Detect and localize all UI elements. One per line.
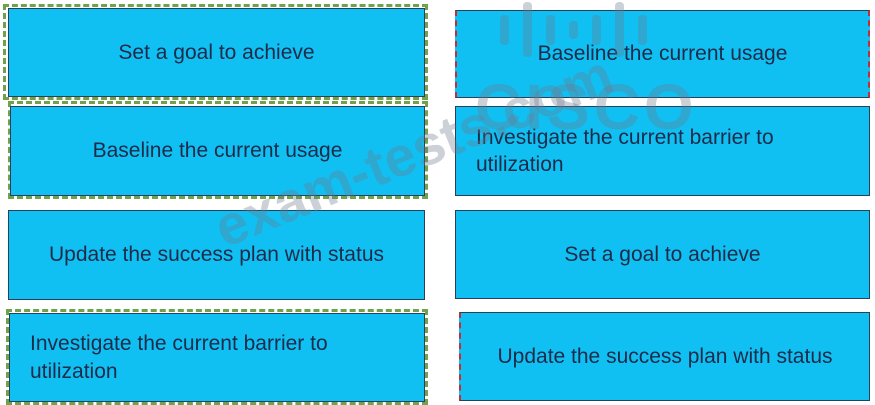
drop-outline bbox=[8, 101, 428, 199]
source-item-3[interactable]: Update the success plan with status bbox=[8, 210, 425, 300]
source-item-4[interactable]: Investigate the current barrier to utili… bbox=[9, 313, 425, 402]
source-item-2[interactable]: Baseline the current usage bbox=[10, 106, 425, 196]
item-label: Investigate the current barrier to utili… bbox=[30, 332, 328, 383]
target-slot-4[interactable]: Update the success plan with status bbox=[459, 312, 870, 401]
item-label: Baseline the current usage bbox=[537, 42, 788, 66]
source-item-1[interactable]: Set a goal to achieve bbox=[8, 8, 425, 97]
item-label: Update the success plan with status bbox=[497, 344, 833, 368]
target-slot-2[interactable]: Investigate the current barrier to utili… bbox=[455, 106, 870, 196]
item-label: Update the success plan with status bbox=[48, 243, 384, 267]
item-label: Investigate the current barrier to utili… bbox=[476, 125, 774, 176]
target-slot-1[interactable]: Baseline the current usage bbox=[455, 10, 870, 98]
item-label: Set a goal to achieve bbox=[118, 40, 315, 64]
drop-outline bbox=[3, 4, 428, 100]
item-label: Baseline the current usage bbox=[92, 139, 343, 163]
target-slot-3[interactable]: Set a goal to achieve bbox=[455, 210, 870, 299]
item-label: Set a goal to achieve bbox=[564, 242, 761, 266]
drop-outline bbox=[6, 309, 428, 405]
